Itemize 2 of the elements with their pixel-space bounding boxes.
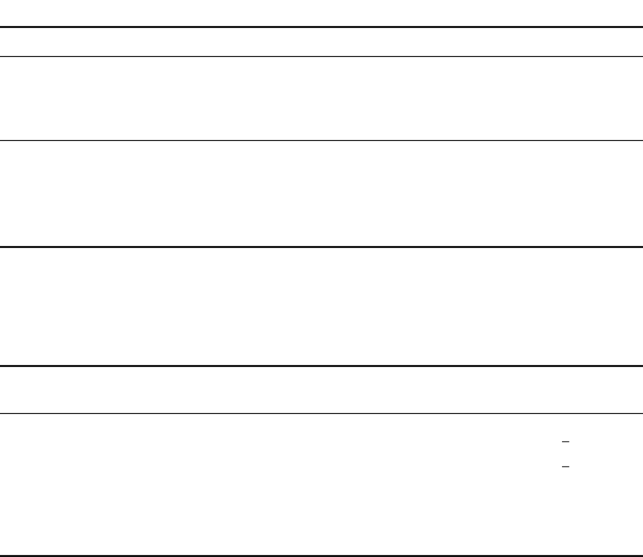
table-cell-text: – — [562, 433, 570, 448]
table-cell-text: – — [562, 458, 570, 473]
